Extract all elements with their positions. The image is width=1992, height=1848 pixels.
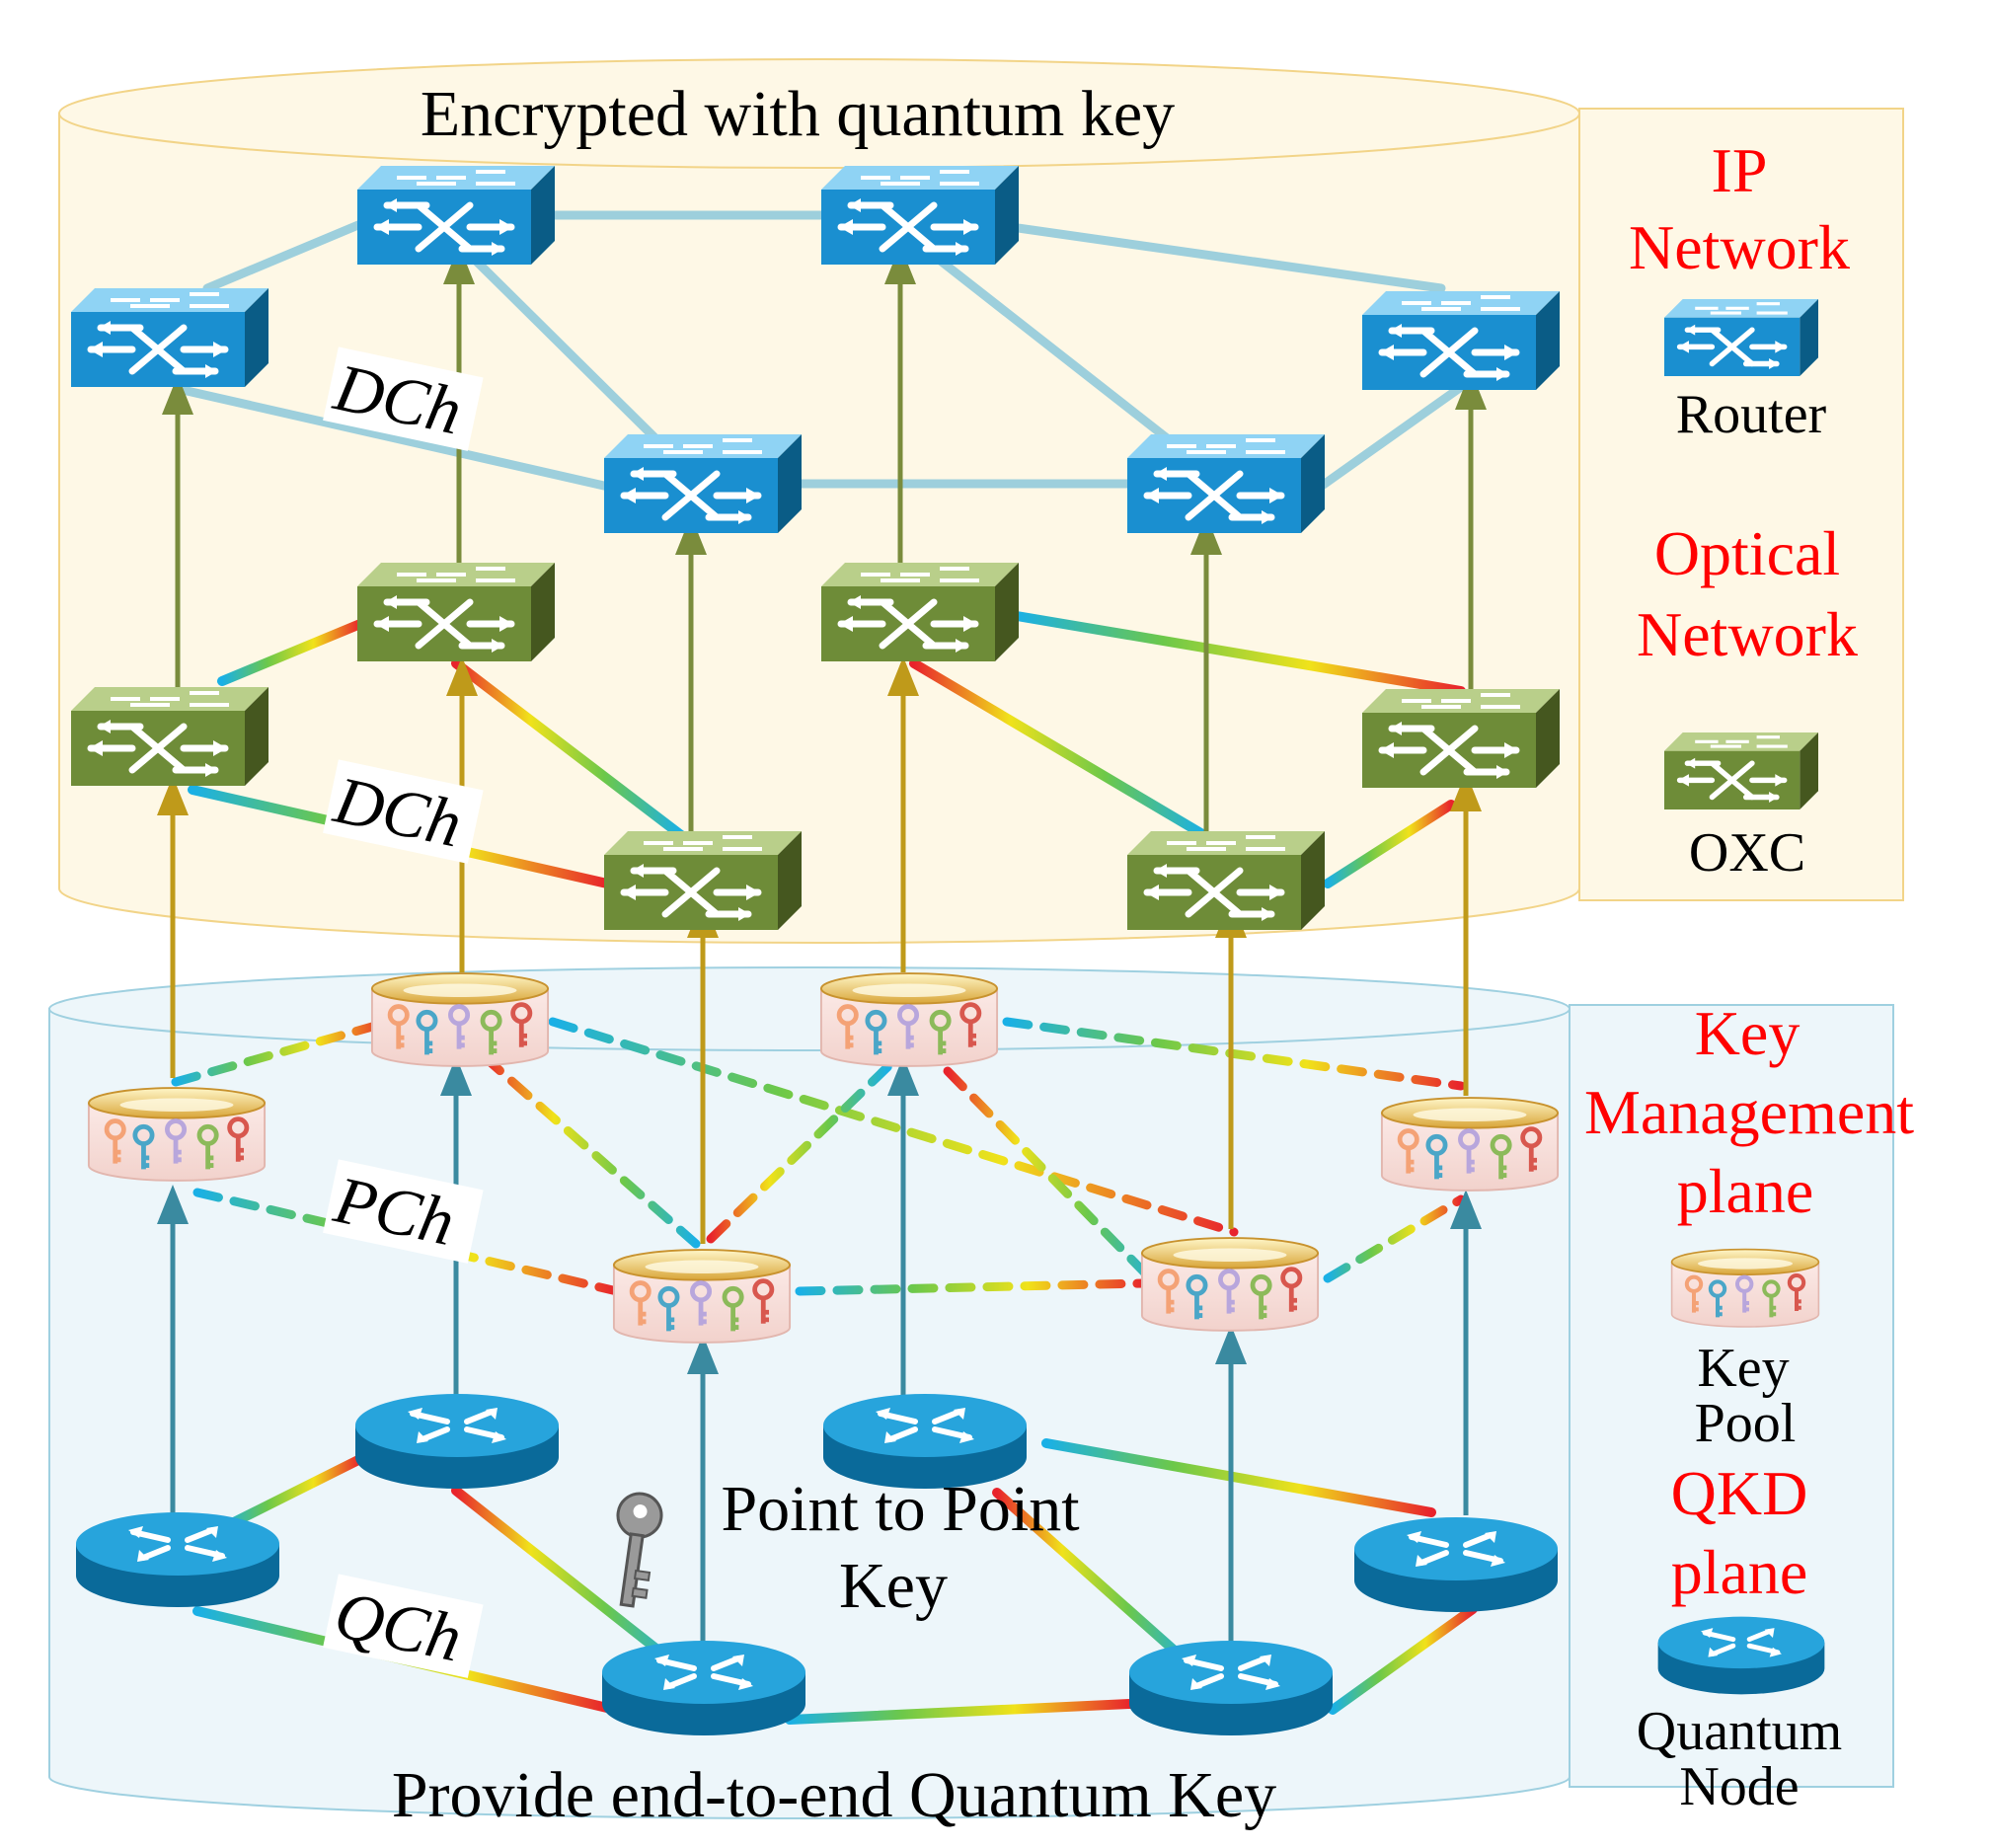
oxc-icon[interactable] (357, 563, 555, 661)
legend-km-line2: Management (1584, 1077, 1914, 1147)
pch-links (171, 1017, 1466, 1296)
gold-arrows (157, 656, 1482, 1244)
optical-links (188, 603, 1466, 888)
quantum-node-icon[interactable] (602, 1641, 805, 1735)
router-icon[interactable] (821, 166, 1019, 265)
key-pool-icon[interactable] (372, 973, 548, 1066)
legend-qkd-line1: QKD (1671, 1458, 1808, 1528)
p2p-key-line1: Point to Point (721, 1473, 1079, 1545)
quantum-node-icon[interactable] (355, 1394, 559, 1489)
quantum-node-icon[interactable] (1354, 1517, 1558, 1612)
oxc-icon[interactable] (1362, 689, 1560, 788)
qch-links (192, 1424, 1478, 1725)
grey-key-icon (616, 1492, 663, 1608)
router-icon[interactable] (71, 288, 268, 387)
legend-km-line3: plane (1677, 1156, 1814, 1226)
key-pool-icon[interactable] (821, 973, 997, 1066)
key-pool-icon[interactable] (1382, 1098, 1558, 1191)
quantum-node-icon[interactable] (76, 1512, 279, 1607)
legend-ip-line2: Network (1629, 212, 1850, 282)
oxc-icon[interactable] (821, 563, 1019, 661)
legend-router-label: Router (1676, 384, 1827, 445)
router-icon[interactable] (357, 166, 555, 265)
router-icon[interactable] (604, 434, 802, 533)
top-cylinder (58, 58, 1580, 944)
legend-key-pool-icon (1672, 1250, 1819, 1327)
legend: IP Network Router Optical Network OXC Ke… (1584, 135, 1914, 1817)
legend-qkd-line2: plane (1671, 1537, 1808, 1607)
legend-ip-line1: IP (1712, 135, 1768, 205)
key-pool-icon[interactable] (89, 1088, 265, 1181)
router-icon[interactable] (1127, 434, 1325, 533)
legend-oxc-icon (1664, 732, 1818, 809)
bottom-title: Provide end-to-end Quantum Key (392, 1759, 1276, 1831)
oxc-icon[interactable] (1127, 831, 1325, 930)
key-pool-icon[interactable] (1142, 1238, 1318, 1331)
bottom-cylinder (48, 966, 1571, 1819)
p2p-key-line2: Key (839, 1550, 948, 1622)
legend-quantum-node-line1: Quantum (1637, 1701, 1842, 1762)
top-title: Encrypted with quantum key (421, 78, 1175, 150)
oxc-icon[interactable] (71, 687, 268, 786)
legend-oxc-label: OXC (1689, 822, 1805, 884)
legend-optical-line2: Network (1637, 599, 1858, 669)
legend-router-icon (1664, 299, 1818, 376)
legend-optical-line1: Optical (1654, 518, 1840, 588)
legend-km-line1: Key (1695, 998, 1800, 1068)
ip-links (178, 210, 1476, 494)
quantum-node-icon[interactable] (1129, 1641, 1333, 1735)
legend-key-pool-line2: Pool (1695, 1393, 1797, 1454)
legend-quantum-node-icon (1658, 1617, 1825, 1695)
key-pool-icon[interactable] (614, 1250, 790, 1343)
router-icon[interactable] (1362, 291, 1560, 390)
oxc-icon[interactable] (604, 831, 802, 930)
legend-quantum-node-line2: Node (1679, 1756, 1799, 1817)
legend-key-pool-line1: Key (1697, 1338, 1789, 1399)
